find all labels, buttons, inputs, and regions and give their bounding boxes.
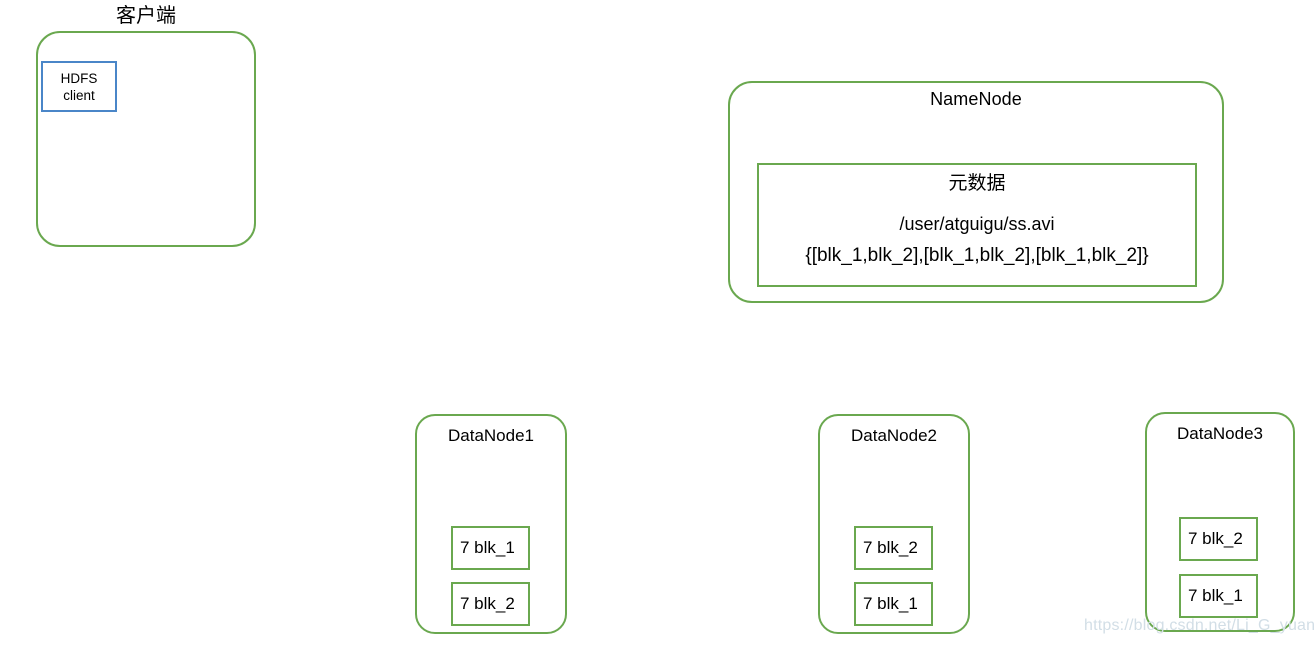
datanode1-block-1: 7 blk_1 xyxy=(451,526,530,570)
hdfs-client-label-line2: client xyxy=(63,87,95,103)
metadata-box xyxy=(757,163,1197,287)
namenode-title: NameNode xyxy=(930,89,1022,109)
datanode1-block-2: 7 blk_2 xyxy=(451,582,530,626)
hdfs-client-label-line1: HDFS xyxy=(60,70,98,86)
metadata-title: 元数据 xyxy=(948,172,1006,194)
datanode3-block-1: 7 blk_2 xyxy=(1179,517,1258,561)
hdfs-client-box: HDFS client xyxy=(41,61,117,112)
datanode3-title: DataNode3 xyxy=(1176,424,1263,443)
client-caption: 客户端 xyxy=(116,3,176,27)
watermark-text: https://blog.csdn.net/Li_G_yuan xyxy=(1084,617,1316,634)
datanode2-title: DataNode2 xyxy=(850,426,937,445)
metadata-block-list: {[blk_1,blk_2],[blk_1,blk_2],[blk_1,blk_… xyxy=(805,245,1149,266)
datanode3-block-2: 7 blk_1 xyxy=(1179,574,1258,618)
datanode2-block-1: 7 blk_2 xyxy=(854,526,933,570)
metadata-file-path: /user/atguigu/ss.avi xyxy=(899,214,1055,234)
datanode2-block-2: 7 blk_1 xyxy=(854,582,933,626)
datanode1-title: DataNode1 xyxy=(447,426,534,445)
